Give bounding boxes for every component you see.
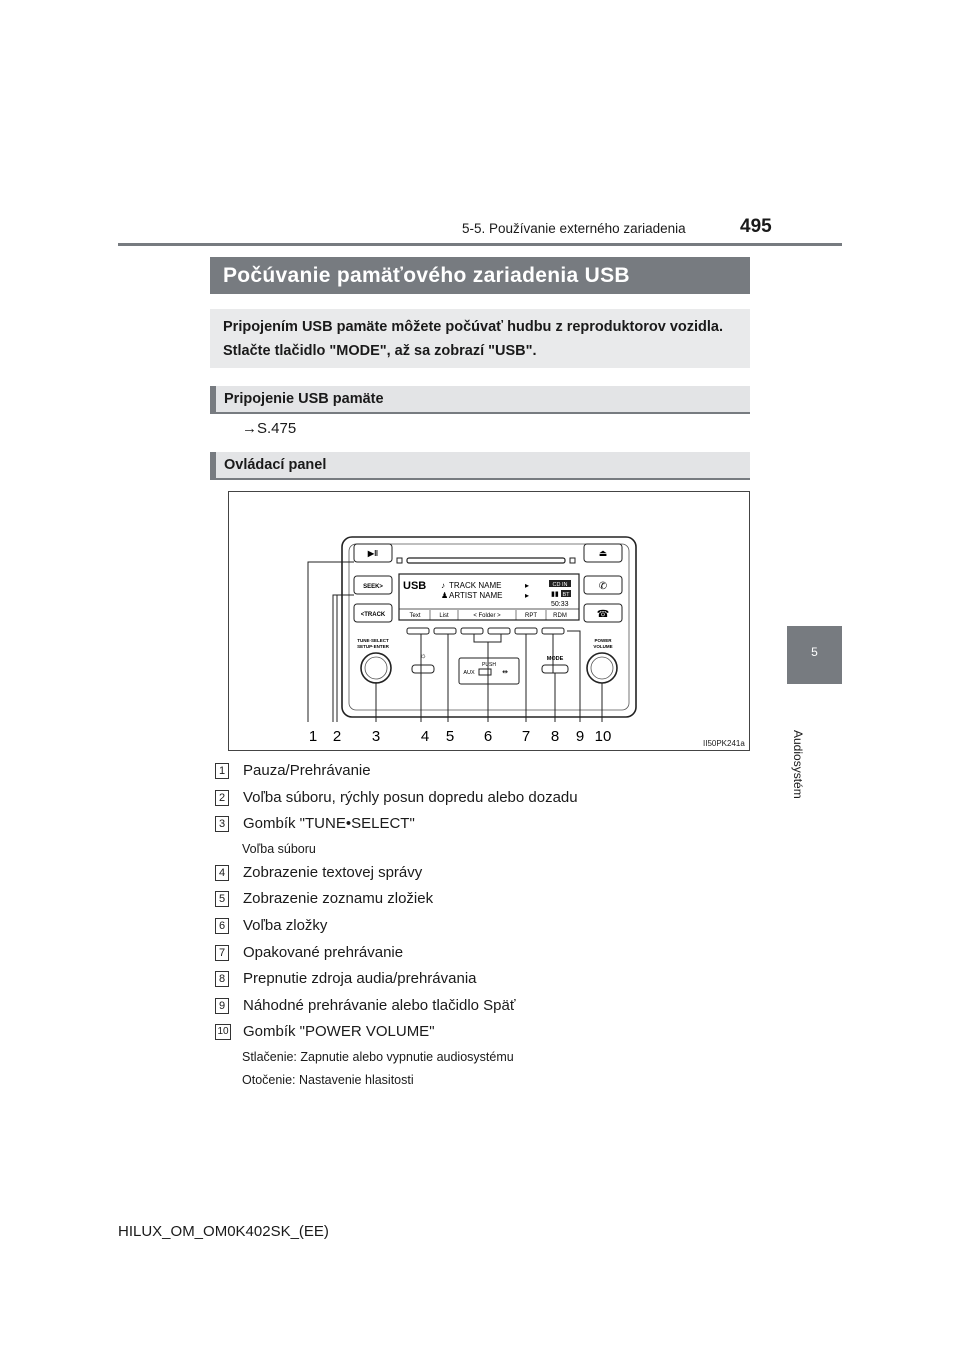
intro-text: Pripojením USB pamäte môžete počúvať hud…	[210, 309, 750, 368]
control-panel-figure: ▶‖ ⏏ SEEK> <TRACK ✆ ☎ USB ♪ TRACK NAME ♟…	[228, 491, 750, 751]
chapter-tab: 5	[787, 626, 842, 684]
softkey-folder: < Folder >	[473, 613, 501, 619]
callout-2: 2	[333, 728, 341, 745]
item-number: 2	[215, 790, 229, 806]
callout-6: 6	[484, 728, 492, 745]
item-text: Opakované prehrávanie	[243, 944, 404, 961]
display-mode: USB	[403, 580, 426, 592]
callout-4: 4	[421, 728, 429, 745]
document-code: HILUX_OM_OM0K402SK_(EE)	[118, 1223, 329, 1240]
control-panel-diagram: ▶‖ ⏏ SEEK> <TRACK ✆ ☎ USB ♪ TRACK NAME ♟…	[307, 536, 637, 745]
item-number: 7	[215, 945, 229, 961]
play-pause-icon: ▶‖	[367, 549, 378, 558]
figure-code: II50PK241a	[703, 739, 745, 748]
page-title: Počúvanie pamäťového zariadenia USB	[210, 257, 750, 294]
item-text: Zobrazenie zoznamu zložiek	[243, 890, 434, 907]
tune-knob	[360, 652, 392, 684]
callout-5: 5	[446, 728, 454, 745]
softkey-list: List	[439, 613, 449, 619]
volume-label: VOLUME	[593, 644, 612, 649]
softkey-rdm: RDM	[553, 613, 567, 619]
item-note: Stlačenie: Zapnutie alebo vypnutie audio…	[242, 1050, 514, 1064]
aux-label: AUX	[463, 670, 475, 676]
bt-badge: BT	[562, 592, 570, 598]
item-number: 9	[215, 998, 229, 1014]
item-text: Zobrazenie textovej správy	[243, 864, 423, 881]
item-note: Otočenie: Nastavenie hlasitosti	[242, 1073, 414, 1087]
item-text: Gombík "POWER VOLUME"	[243, 1023, 435, 1040]
seek-label: SEEK>	[363, 584, 383, 590]
item-number: 3	[215, 816, 229, 832]
subheading-panel: Ovládací panel	[210, 452, 750, 480]
phone-hangup-icon: ☎	[597, 609, 609, 620]
callout-1: 1	[309, 728, 317, 745]
item-text: Náhodné prehrávanie alebo tlačidlo Späť	[243, 997, 516, 1014]
item-text: Voľba zložky	[243, 917, 328, 934]
softkey-rpt: RPT	[525, 613, 537, 619]
running-header: 5-5. Používanie externého zariadenia	[462, 221, 686, 236]
item-number: 5	[215, 891, 229, 907]
svg-text:▸: ▸	[525, 591, 529, 600]
setup-label: SETUP·ENTER	[357, 644, 390, 649]
signal-icon: ▮▮	[551, 591, 559, 598]
track-label: <TRACK	[361, 612, 386, 618]
callout-8: 8	[551, 728, 559, 745]
item-number: 4	[215, 865, 229, 881]
display-artist: ARTIST NAME	[449, 591, 503, 600]
push-label: PUSH	[482, 662, 496, 668]
header-rule	[118, 243, 842, 246]
callout-9: 9	[576, 728, 584, 745]
tune-label: TUNE·SELECT	[357, 638, 389, 643]
display-time: 50:33	[551, 601, 569, 608]
item-note: Voľba súboru	[242, 842, 316, 856]
person-icon: ♟	[441, 591, 448, 600]
music-note-icon: ♪	[441, 581, 445, 590]
item-number: 1	[215, 763, 229, 779]
soft-keys: Text List < Folder > RPT RDM	[409, 610, 567, 620]
softkey-text: Text	[409, 613, 420, 619]
subheading-connect: Pripojenie USB pamäte	[210, 386, 750, 414]
item-text: Gombík "TUNE•SELECT"	[243, 815, 415, 832]
page-reference: →S.475	[242, 420, 297, 437]
page-number: 495	[740, 216, 772, 237]
cd-in-badge: CD IN	[553, 582, 568, 588]
callout-3: 3	[372, 728, 380, 745]
brightness-icon: ☼	[419, 651, 426, 660]
item-text: Pauza/Prehrávanie	[243, 762, 371, 779]
callout-numbers: 1 2 3 4 5 6 7 8 9 10	[309, 728, 612, 745]
item-number: 10	[215, 1024, 231, 1040]
item-text: Prepnutie zdroja audia/prehrávania	[243, 970, 477, 987]
power-volume-knob	[586, 652, 618, 684]
mode-label: MODE	[547, 656, 564, 662]
phone-pickup-icon: ✆	[599, 581, 607, 592]
display-track: TRACK NAME	[449, 581, 501, 590]
usb-icon: ⇹	[502, 669, 508, 676]
eject-icon: ⏏	[599, 548, 608, 558]
chapter-label: Audiosystém	[791, 730, 805, 799]
power-label: POWER	[594, 638, 612, 643]
callout-10: 10	[595, 728, 612, 745]
item-number: 8	[215, 971, 229, 987]
svg-text:▸: ▸	[525, 581, 529, 590]
item-number: 6	[215, 918, 229, 934]
item-text: Voľba súboru, rýchly posun dopredu alebo…	[243, 789, 578, 806]
callout-7: 7	[522, 728, 530, 745]
